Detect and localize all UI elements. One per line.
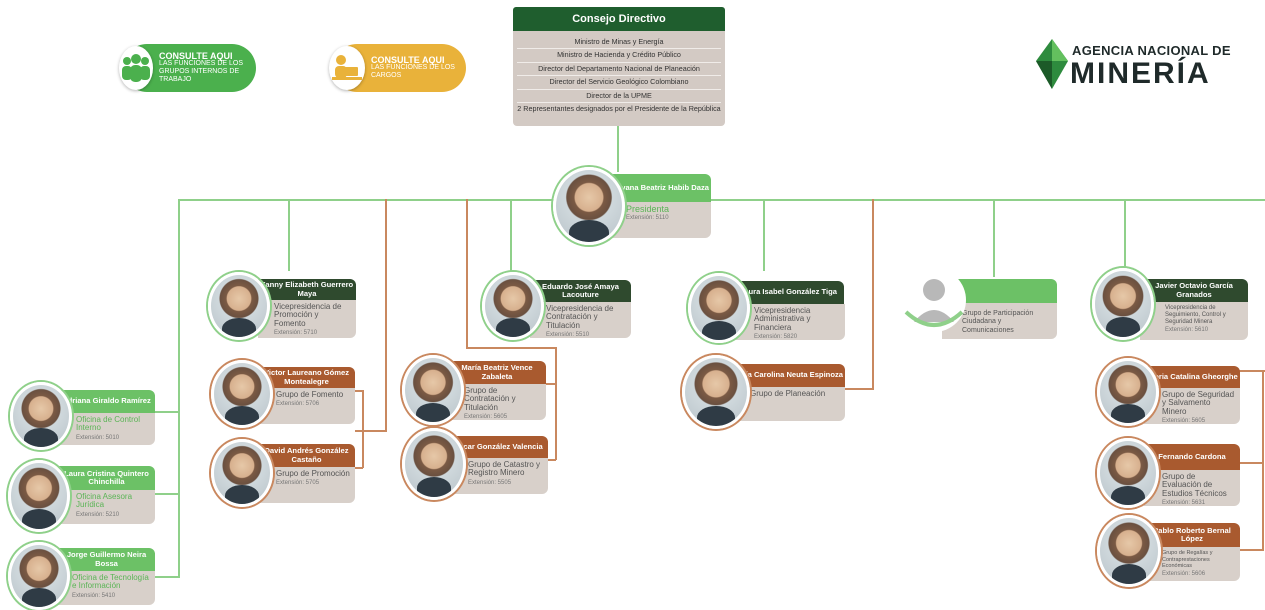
person-details: Vicepresidencia de Seguimiento, Control … (1140, 302, 1248, 340)
person-role: Grupo de Catastro y Registro Minero (468, 460, 541, 478)
group-people-icon (119, 46, 153, 90)
person-photo (1097, 358, 1159, 426)
council-members: Ministro de Minas y Energía Ministro de … (513, 31, 725, 126)
person-name: Laura Cristina Quintero Chinchilla (58, 466, 155, 490)
person-silhouette-icon (902, 268, 966, 332)
logo-main-text: MINERÍA (1070, 57, 1211, 90)
person-photo (211, 360, 273, 428)
person-name: Eduardo José Amaya Lacouture (530, 280, 631, 302)
council-member: Ministro de Hacienda y Crédito Público (517, 49, 721, 63)
person-extension: Extensión: 5210 (76, 511, 120, 518)
president-photo (553, 167, 625, 245)
person-photo (1092, 268, 1154, 340)
person-extension: Extensión: 5606 (1162, 570, 1206, 577)
consult-roles-text: LAS FUNCIONES DE LOS CARGOS (370, 64, 455, 79)
person-role: Vicepresidencia de Contratación y Titula… (546, 304, 614, 330)
person-role: Oficina de Tecnología e Información (72, 573, 149, 591)
person-role: Grupo de Evaluación de Estudios Técnicos (1162, 472, 1227, 498)
person-extension: Extensión: 5610 (1165, 327, 1209, 333)
person-role: Grupo de Contratación y Titulación (464, 386, 516, 412)
person-name: Adriana Giraldo Ramírez (58, 390, 155, 413)
person-extension: Extensión: 5605 (1162, 418, 1206, 425)
council-member: Director del Servicio Geológico Colombia… (517, 76, 721, 90)
person-photo (402, 428, 466, 500)
person-photo (8, 542, 70, 610)
person-extension: Extensión: 5631 (1162, 500, 1206, 507)
president-details: Presidenta Extensión: 5110 (610, 202, 711, 238)
president-name: Silvana Beatriz Habib Daza (610, 174, 711, 202)
person-role: Oficina de Control Interno (76, 415, 141, 433)
person-photo (1097, 515, 1161, 587)
desk-worker-icon (329, 46, 365, 90)
person-photo (682, 355, 750, 429)
consult-groups-heading: CONSULTE AQUI (159, 51, 233, 61)
person-role: Oficina Asesora Jurídica (76, 492, 133, 510)
council-member: 2 Representantes designados por el Presi… (517, 104, 721, 114)
person-photo (211, 439, 273, 507)
person-extension: Extensión: 5505 (468, 479, 512, 486)
person-name: Aura Isabel González Tiga (736, 281, 844, 304)
person-details: Grupo de Evaluación de Estudios Técnicos… (1144, 470, 1240, 506)
person-extension: Extensión: 5820 (754, 334, 798, 341)
person-photo (208, 272, 270, 340)
person-extension: Extensión: 5710 (274, 330, 318, 337)
council-member: Ministro de Minas y Energía (517, 36, 721, 50)
person-extension: Extensión: 5705 (276, 480, 320, 487)
logo-top-text: AGENCIA NACIONAL DE (1072, 43, 1231, 58)
person-photo (482, 272, 544, 340)
person-extension: Extensión: 5605 (464, 414, 508, 421)
person-details: Vicepresidencia Administrativa y Financi… (736, 304, 845, 340)
person-extension: Extensión: 5706 (276, 401, 320, 408)
person-photo (402, 355, 464, 425)
person-extension: Extensión: 5010 (76, 434, 120, 441)
person-role: Grupo de Fomento (276, 390, 344, 399)
person-role: Vicepresidencia de Seguimiento, Control … (1165, 305, 1226, 325)
consult-groups-text: LAS FUNCIONES DE LOS GRUPOS INTERNOS DE … (159, 60, 244, 83)
person-extension: Extensión: 5410 (72, 592, 116, 599)
person-role: Grupo de Planeación (750, 389, 826, 398)
consult-roles-heading: CONSULTE AQUI (370, 55, 445, 65)
person-name: David Andrés González Castaño (258, 444, 355, 467)
agency-logo: AGENCIA NACIONAL DE MINERÍA (1036, 39, 1231, 94)
person-extension: Extensión: 5510 (546, 332, 590, 339)
group-role: Grupo de Participación Ciudadana y Comun… (962, 310, 1034, 334)
council-member: Director de la UPME (517, 90, 721, 104)
president-extension: Extensión: 5110 (626, 215, 669, 222)
council-title: Consejo Directivo (513, 7, 725, 31)
person-name: Victor Laureano Gómez Montealegre (258, 367, 355, 388)
council-member: Director del Departamento Nacional de Pl… (517, 63, 721, 77)
person-name: María Carolina Neuta Espinoza (730, 364, 845, 387)
person-photo (8, 460, 70, 532)
person-name: Oscar González Valencia (448, 436, 548, 458)
person-details: Vicepresidencia de Contratación y Titula… (530, 302, 631, 338)
person-role: Grupo de Promoción (276, 469, 350, 478)
person-role: Grupo de Seguridad y Salvamento Minero (1162, 390, 1235, 416)
person-name: Fanny Elizabeth Guerrero Maya (258, 279, 356, 300)
person-photo (688, 273, 750, 343)
person-role: Grupo de Regalías y Contraprestaciones E… (1162, 550, 1213, 569)
person-name: Fernando Cardona (1144, 444, 1240, 470)
person-role: Vicepresidencia Administrativa y Financi… (754, 306, 811, 332)
person-name: Javier Octavio García Granados (1140, 279, 1248, 302)
person-name: Jorge Guillermo Neira Bossa (58, 548, 155, 571)
person-name: María Beatriz Vence Zabaleta (448, 361, 546, 384)
person-photo (10, 382, 72, 450)
diamond-logo-icon (1036, 39, 1068, 89)
person-role: Vicepresidencia de Promoción y Fomento (274, 302, 342, 328)
president-role: Presidenta (626, 204, 670, 214)
person-photo (1097, 438, 1159, 508)
person-name: Gloria Catalina Gheorghe (1144, 366, 1240, 388)
